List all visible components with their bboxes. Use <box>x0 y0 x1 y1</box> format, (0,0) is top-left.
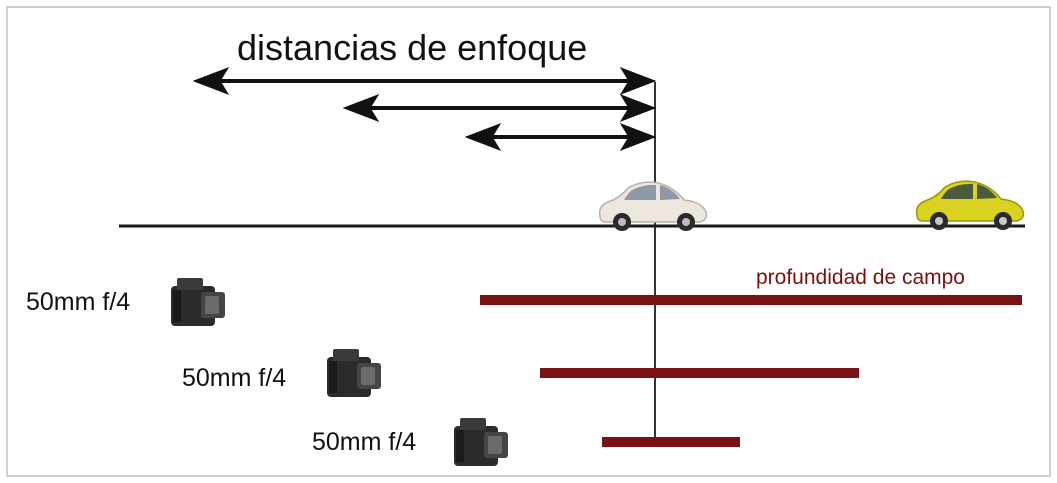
dof-bar-2 <box>540 368 859 378</box>
frame-border <box>6 6 1051 477</box>
dof-bar-3 <box>602 437 740 447</box>
focus-arrow-short <box>464 123 657 151</box>
focus-arrow-medium <box>342 94 657 122</box>
camera-label-3: 50mm f/4 <box>312 428 417 456</box>
diagram-canvas <box>6 6 1051 477</box>
camera-label-1: 50mm f/4 <box>26 288 131 316</box>
focus-distance-arrows <box>192 67 657 151</box>
dof-bar-1 <box>480 295 1022 305</box>
depth-of-field-label: profundidad de campo <box>756 266 965 289</box>
camera-icon <box>454 418 508 466</box>
focus-arrow-long <box>192 67 657 95</box>
car-icon <box>598 181 708 231</box>
camera-icon <box>327 349 381 397</box>
camera-label-2: 50mm f/4 <box>182 364 287 392</box>
camera-icon <box>171 278 225 326</box>
car-icon <box>915 180 1025 230</box>
diagram-title: distancias de enfoque <box>237 27 588 68</box>
